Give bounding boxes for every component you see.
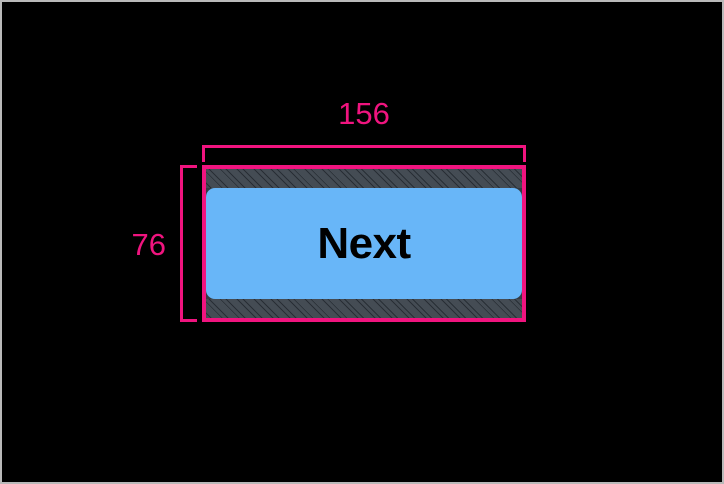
width-dimension-label: 156 (338, 96, 390, 131)
height-bracket-tick-end (180, 319, 197, 322)
width-bracket-tick-end (523, 145, 526, 162)
element-highlight-box[interactable]: Next (202, 165, 526, 322)
box-model-band-top (206, 169, 522, 188)
width-bracket-rule (202, 145, 526, 148)
next-button-label: Next (317, 218, 411, 268)
height-bracket-rule (180, 165, 183, 322)
height-bracket-tick-start (180, 165, 197, 168)
height-dimension-label: 76 (131, 227, 166, 262)
width-dimension-bracket (202, 145, 526, 162)
box-model-band-bottom (206, 299, 522, 318)
next-button[interactable]: Next (206, 188, 522, 299)
height-dimension-bracket (180, 165, 197, 322)
width-bracket-tick-start (202, 145, 205, 162)
box-model-overlay: Next (206, 169, 522, 318)
